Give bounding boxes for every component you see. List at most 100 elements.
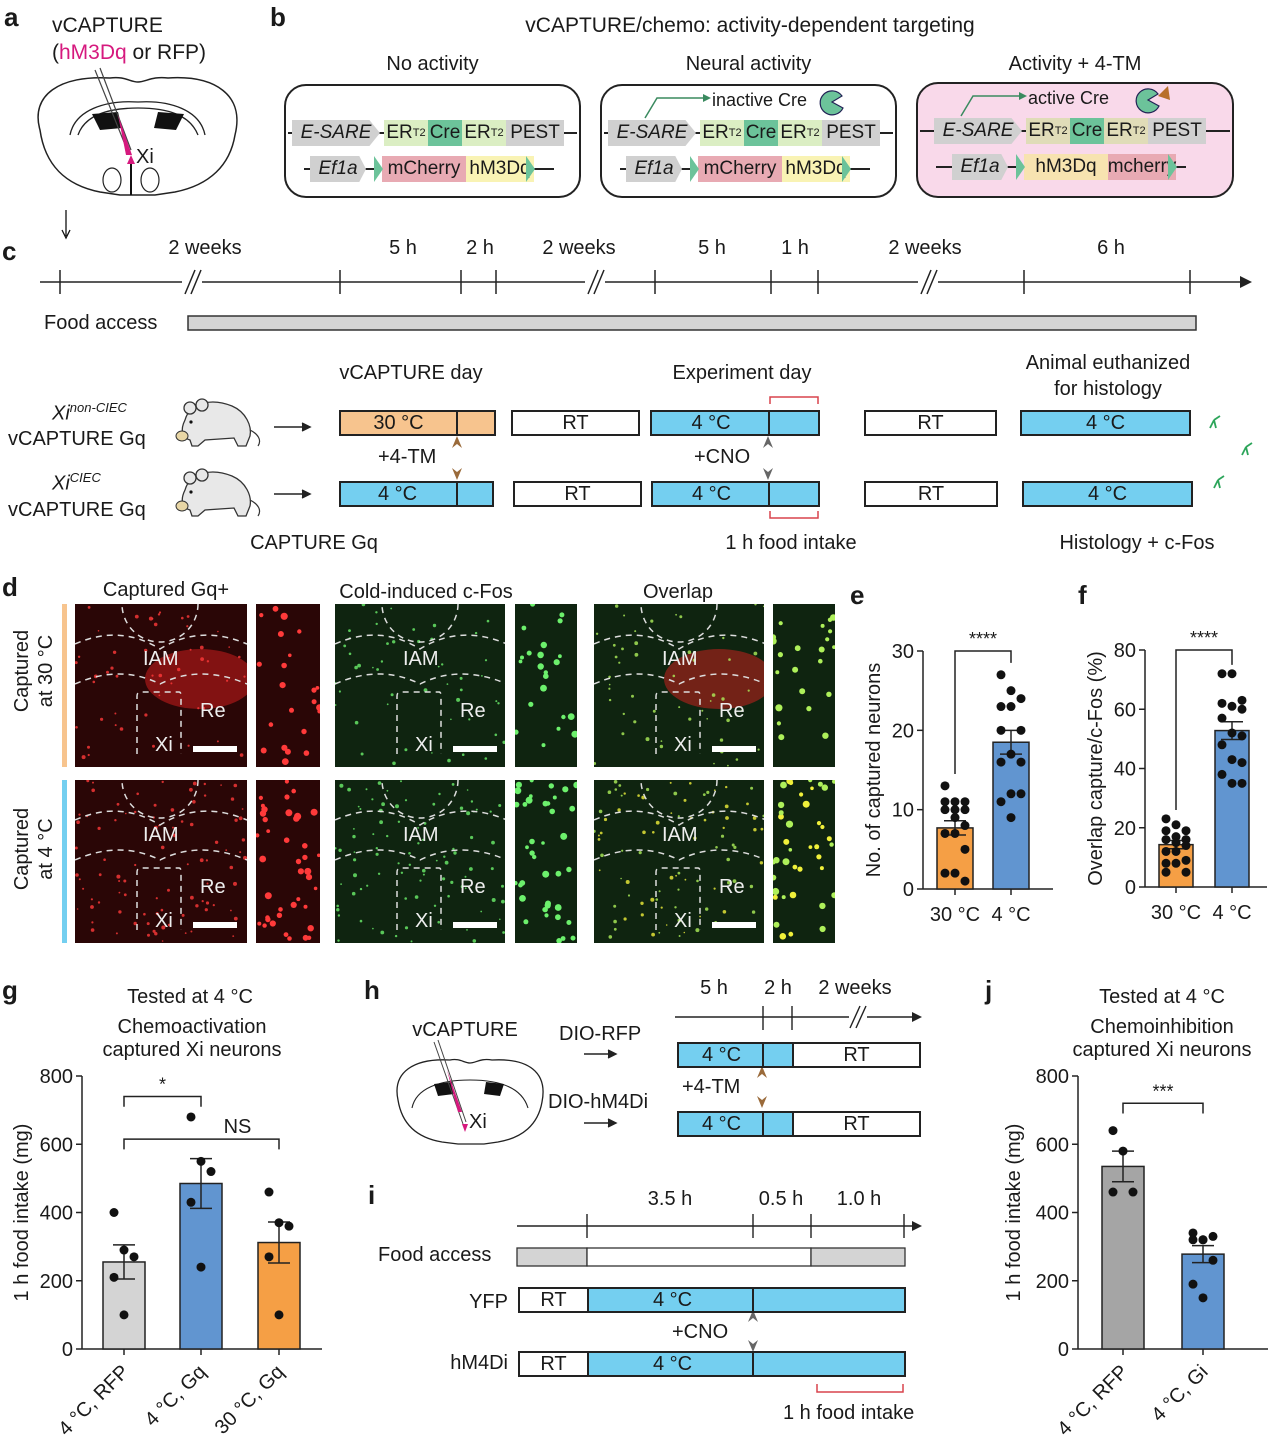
element-label: Ef1a bbox=[318, 158, 358, 179]
data-point bbox=[1016, 694, 1026, 704]
data-point bbox=[996, 725, 1006, 735]
panel-label-b: b bbox=[270, 2, 286, 32]
schedule-box-rt: RT bbox=[864, 481, 998, 507]
region-label: IAM bbox=[403, 648, 439, 670]
x-tick-label: 30 °C bbox=[930, 904, 980, 926]
drug-label-cno: +CNO bbox=[694, 446, 751, 468]
region-label: Re bbox=[200, 876, 226, 898]
data-point bbox=[950, 828, 960, 838]
y-axis-label: No. of captured neurons bbox=[863, 663, 885, 878]
bottom-label: 1 h food intake bbox=[725, 532, 857, 554]
coronal-brain-diagram-a bbox=[37, 67, 238, 240]
inset-content bbox=[256, 605, 320, 765]
micrograph-content bbox=[75, 604, 247, 760]
h-timeline bbox=[675, 1005, 922, 1030]
data-point bbox=[940, 828, 950, 838]
data-point bbox=[1188, 1228, 1198, 1238]
element-label: mCherry bbox=[387, 158, 461, 179]
mouse-icons bbox=[175, 398, 261, 517]
construct-element-promoter1: E-SARE bbox=[608, 120, 696, 146]
micrograph-zoom-inset bbox=[256, 604, 320, 767]
region-label: IAM bbox=[662, 824, 698, 846]
inset-content bbox=[256, 780, 320, 941]
element-label: Ef1a bbox=[634, 158, 674, 179]
data-point bbox=[1118, 1146, 1128, 1156]
i-food-access-bar bbox=[516, 1247, 906, 1267]
schedule-box-4c: 4 °C bbox=[1020, 410, 1191, 436]
coronal-brain-diagram-h bbox=[396, 1039, 544, 1145]
micrograph-zoom-inset bbox=[515, 780, 577, 943]
data-point bbox=[1016, 757, 1026, 767]
scale-bar bbox=[193, 922, 237, 928]
data-point bbox=[1188, 1279, 1198, 1289]
box-label: RT bbox=[540, 1352, 567, 1375]
rfp-text: or RFP) bbox=[126, 41, 207, 64]
element-label: E-SARE bbox=[942, 120, 1014, 141]
data-point bbox=[940, 868, 950, 878]
drug-label-4tm: +4-TM bbox=[378, 446, 437, 468]
data-point bbox=[950, 868, 960, 878]
element-label: E-SARE bbox=[300, 122, 372, 143]
i-box-rt: RT bbox=[518, 1287, 589, 1313]
data-point bbox=[1237, 758, 1247, 768]
data-point bbox=[1108, 1187, 1118, 1197]
box-label: RT bbox=[917, 482, 945, 505]
i-box-rt: RT bbox=[518, 1351, 589, 1377]
micrograph-zoom-inset bbox=[773, 604, 835, 767]
element-label: Ef1a bbox=[960, 156, 1000, 177]
construct-element-pest: PEST bbox=[822, 120, 880, 146]
panel-label-h: h bbox=[364, 975, 380, 1005]
element-label: ER bbox=[780, 122, 807, 143]
region-label: Re bbox=[200, 700, 226, 722]
significance-label: **** bbox=[1190, 628, 1218, 648]
significance-bracket bbox=[1175, 649, 1233, 810]
box-label: 30 °C bbox=[373, 411, 424, 434]
data-point bbox=[1016, 725, 1026, 735]
element-sup: T2 bbox=[728, 127, 742, 139]
region-label: Re bbox=[719, 700, 745, 722]
data-point bbox=[1171, 846, 1181, 856]
box-divider bbox=[456, 410, 458, 436]
i-box-4c: 4 °C bbox=[587, 1351, 906, 1377]
h-timeline-label: 2 weeks bbox=[818, 977, 892, 999]
data-point bbox=[940, 781, 950, 791]
data-point bbox=[1171, 820, 1181, 830]
significance-label: * bbox=[159, 1074, 166, 1094]
region-label: IAM bbox=[403, 824, 439, 846]
x-tick-label: 4 °C bbox=[991, 904, 1030, 926]
timeline-label: 6 h bbox=[1097, 237, 1125, 259]
box-label: RT bbox=[917, 411, 944, 434]
y-tick-label: 600 bbox=[1036, 1134, 1069, 1156]
element-label: PEST bbox=[510, 122, 560, 143]
micrograph-content bbox=[75, 780, 247, 942]
y-tick-label: 200 bbox=[40, 1271, 73, 1293]
data-point bbox=[1237, 695, 1247, 705]
panel-a-subtitle: (hM3Dq or RFP) bbox=[52, 41, 206, 65]
i-timeline-label: 3.5 h bbox=[647, 1188, 693, 1210]
construct-element-gene2: mcherry bbox=[1108, 154, 1176, 180]
cno-arrows-c bbox=[763, 436, 773, 480]
group-name-non-ciec: Xinon-CIEC bbox=[52, 400, 127, 426]
h-box-4c: 4 °C bbox=[677, 1111, 794, 1137]
panel-label-d: d bbox=[2, 572, 18, 602]
element-sup: T2 bbox=[1132, 125, 1146, 137]
scale-bar bbox=[453, 922, 497, 928]
data-point bbox=[129, 1252, 139, 1262]
construct-box-heading: Neural activity bbox=[685, 53, 812, 75]
construct-element-pest: PEST bbox=[506, 120, 564, 146]
box-label: RT bbox=[562, 411, 589, 434]
data-point bbox=[1237, 704, 1247, 714]
box-label: 4 °C bbox=[652, 1288, 693, 1311]
antibody-icon bbox=[1209, 415, 1253, 489]
box-label: 4 °C bbox=[1087, 482, 1128, 505]
h-box-rt: RT bbox=[792, 1042, 921, 1068]
i-food-access-label: Food access bbox=[378, 1244, 492, 1266]
data-point bbox=[960, 844, 970, 854]
data-point bbox=[1128, 1187, 1138, 1197]
data-point bbox=[1161, 814, 1171, 824]
data-point bbox=[1208, 1255, 1218, 1265]
scale-bar bbox=[712, 746, 756, 752]
data-point bbox=[1198, 1235, 1208, 1245]
